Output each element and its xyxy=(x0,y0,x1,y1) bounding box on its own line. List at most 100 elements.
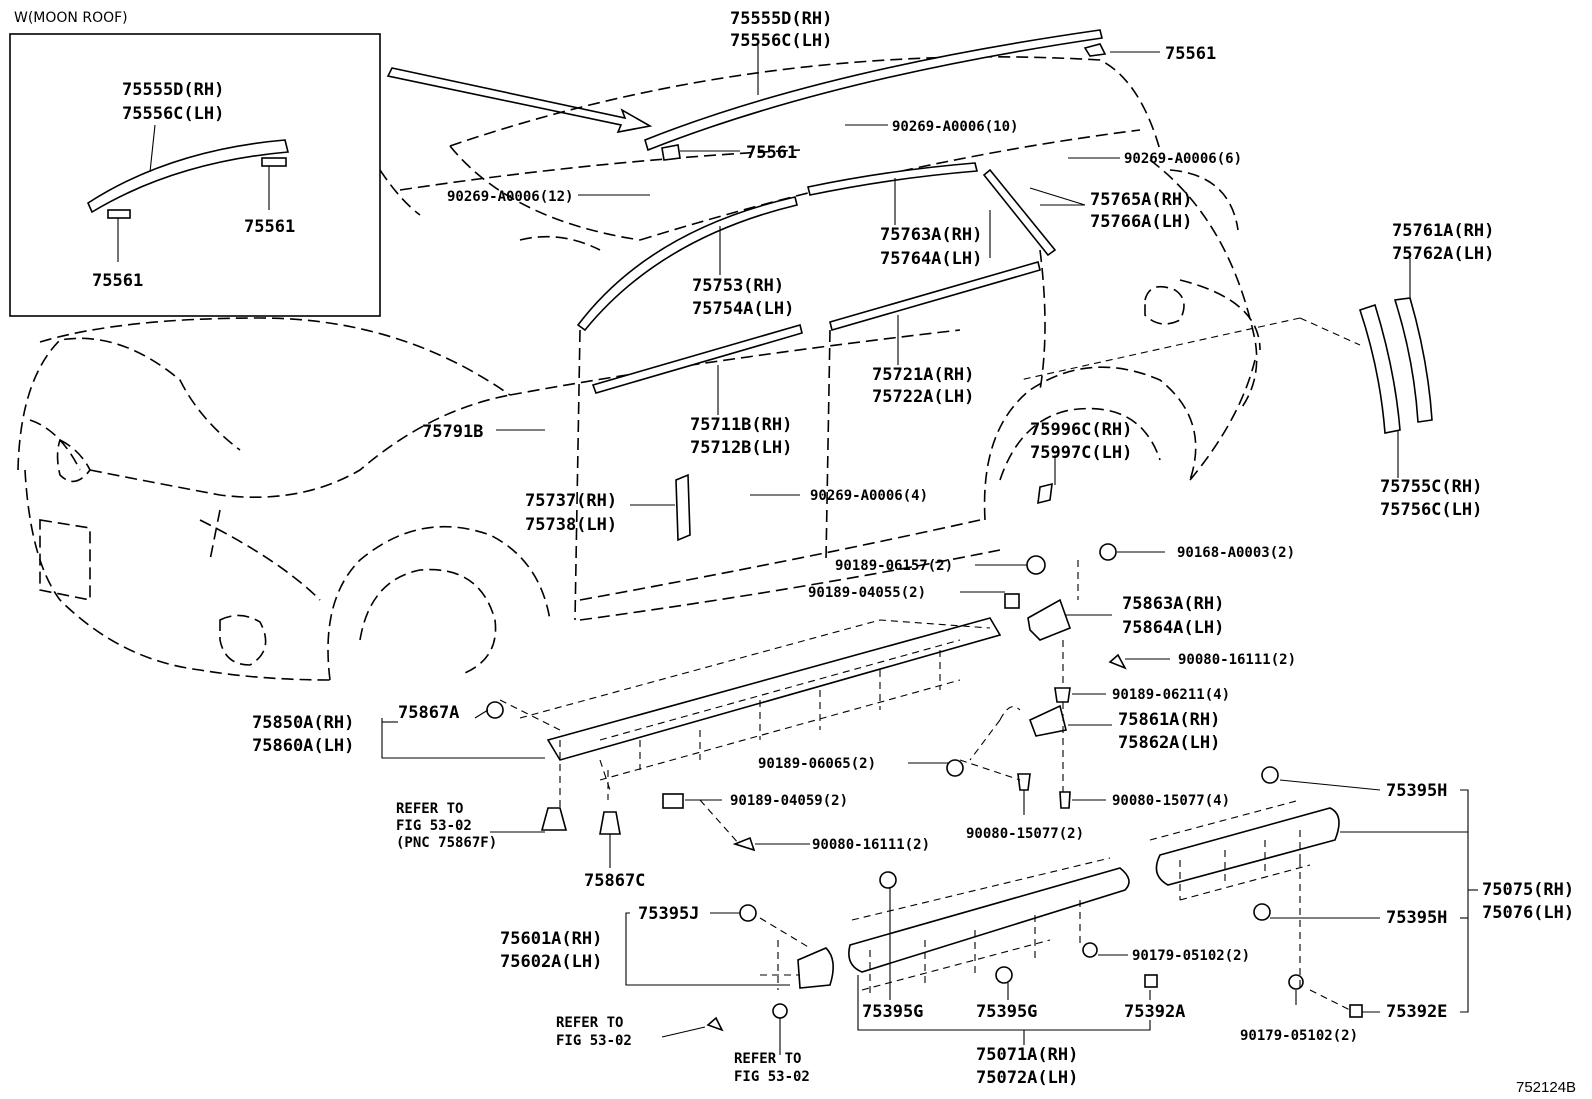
roof-clip-front xyxy=(661,144,681,161)
rocker-panel-group xyxy=(486,617,1002,835)
label-clip-05102-a: 90179-05102(2) xyxy=(1132,948,1250,964)
roof-clip-top xyxy=(1083,43,1107,57)
inset-label-rh: 75555D(RH) xyxy=(122,80,224,100)
label-clip-75395j: 75395J xyxy=(638,904,699,924)
front-door-frame-molding xyxy=(576,196,798,332)
label-rear-door-upper-lh: 75764A(LH) xyxy=(880,249,982,269)
mudguard-group xyxy=(706,904,834,1032)
clip-75395h-b-icon xyxy=(1253,903,1271,921)
label-wheel-arch-rh: 75996C(RH) xyxy=(1030,420,1132,440)
label-clip-06211: 90189-06211(4) xyxy=(1112,687,1230,703)
brackets-group xyxy=(662,543,1127,852)
front-belt-molding xyxy=(591,324,803,394)
label-bracket-front-rh: 75861A(RH) xyxy=(1118,710,1220,730)
label-clip-75395g-b: 75395G xyxy=(976,1002,1037,1022)
label-bracket-front-lh: 75862A(LH) xyxy=(1118,733,1220,753)
bracket-front-icon xyxy=(1028,704,1067,737)
label-clip-04059: 90189-04059(2) xyxy=(730,793,848,809)
clip-75395h-a-icon xyxy=(1261,766,1279,784)
inset-clip-label-a: 75561 xyxy=(244,217,295,237)
label-roof-rack-lh: 75556C(LH) xyxy=(730,31,832,51)
label-pnc-1: (PNC 75867F) xyxy=(396,835,497,851)
label-wheel-arch-lh: 75997C(LH) xyxy=(1030,443,1132,463)
label-fig-3: FIG 53-02 xyxy=(734,1069,810,1085)
label-mudguard-rh: 75601A(RH) xyxy=(500,929,602,949)
label-clip-75392a: 75392A xyxy=(1124,1002,1185,1022)
clip-05102-a-icon xyxy=(1082,942,1098,958)
inset-frame xyxy=(9,33,381,317)
rear-door-upper-molding xyxy=(807,162,979,196)
label-fig-1: FIG 53-02 xyxy=(396,818,472,834)
part-labels: 75555D(RH) 75556C(LH) 75561 75561 90269-… xyxy=(252,9,1576,1096)
label-door-mold-rear-lh: 75076(LH) xyxy=(1482,903,1574,923)
screw-refer-icon xyxy=(706,1016,724,1032)
label-roof-clip-front: 75561 xyxy=(746,143,797,163)
quarter-upper-molding xyxy=(1393,297,1433,423)
label-fig-2: FIG 53-02 xyxy=(556,1033,632,1049)
inset-clip-front xyxy=(107,209,131,219)
label-bracket-rear-rh: 75863A(RH) xyxy=(1122,594,1224,614)
label-bolt-12: 90269-A0006(12) xyxy=(447,189,573,205)
label-screw-15077-b: 90080-15077(2) xyxy=(966,826,1084,842)
label-clip-06065: 90189-06065(2) xyxy=(758,756,876,772)
inset-roof-rack xyxy=(86,139,290,214)
screw-15077-a-icon xyxy=(1059,791,1071,809)
label-clip-75395h-b: 75395H xyxy=(1386,908,1447,928)
clip-75867f-icon xyxy=(540,807,568,831)
roof-rack-rail xyxy=(644,29,1103,152)
rear-belt-molding xyxy=(829,261,1041,331)
label-clip-a0003: 90168-A0003(2) xyxy=(1177,545,1295,561)
body-moldings xyxy=(576,29,1107,542)
quarter-moldings xyxy=(1019,297,1433,434)
screw-16111-b-icon xyxy=(732,836,756,852)
rocker-molding xyxy=(546,617,1002,761)
inset-pointer-arrow xyxy=(386,67,653,134)
label-clip-75395h-a: 75395H xyxy=(1386,781,1447,801)
label-refer-to-2: REFER TO xyxy=(556,1015,623,1031)
label-front-belt-rh: 75711B(RH) xyxy=(690,415,792,435)
figure-number: 752124B xyxy=(1516,1079,1576,1096)
clip-06065-icon xyxy=(946,759,964,777)
label-clip-75791b: 75791B xyxy=(422,422,483,442)
label-rear-door-frame-rh: 75765A(RH) xyxy=(1090,190,1192,210)
quarter-lower-molding xyxy=(1358,303,1401,434)
label-quarter-lower-lh: 75756C(LH) xyxy=(1380,500,1482,520)
label-clip-75867c: 75867C xyxy=(584,871,645,891)
rear-door-molding xyxy=(1155,807,1340,886)
clip-75395g-a-icon xyxy=(879,871,897,889)
clip-75395g-b-icon xyxy=(995,966,1013,984)
label-bolt-6: 90269-A0006(6) xyxy=(1124,151,1242,167)
label-bolt-10: 90269-A0006(10) xyxy=(892,119,1018,135)
label-door-mold-rear-rh: 75075(RH) xyxy=(1482,880,1574,900)
clip-05102-b-icon xyxy=(1288,974,1304,990)
clip-04059-icon xyxy=(662,793,684,809)
clip-75395j-icon xyxy=(739,904,757,922)
label-front-door-frame-lh: 75754A(LH) xyxy=(692,299,794,319)
moon-roof-inset: W(MOON ROOF) 75555D(RH) 75556C(LH) 75561… xyxy=(9,10,381,317)
label-mudguard-lh: 75602A(LH) xyxy=(500,952,602,972)
label-clip-05102-b: 90179-05102(2) xyxy=(1240,1028,1358,1044)
label-front-door-frame-rh: 75753(RH) xyxy=(692,276,784,296)
inset-title: W(MOON ROOF) xyxy=(14,10,128,26)
label-clip-75867a: 75867A xyxy=(398,703,459,723)
label-bolt-4: 90269-A0006(4) xyxy=(810,488,928,504)
wheel-arch-piece xyxy=(1037,482,1053,505)
label-clip-06157: 90189-06157(2) xyxy=(835,558,953,574)
clip-a0003-icon xyxy=(1099,543,1117,561)
front-door-molding-group xyxy=(848,857,1158,995)
label-bracket-rear-lh: 75864A(LH) xyxy=(1122,618,1224,638)
bracket-rear-icon xyxy=(1027,598,1072,641)
screw-15077-b-icon xyxy=(1017,773,1031,791)
label-quarter-lh: 75762A(LH) xyxy=(1392,244,1494,264)
label-door-mold-front-rh: 75071A(RH) xyxy=(976,1045,1078,1065)
clip-75867c-icon xyxy=(599,811,621,835)
inset-clip-label-b: 75561 xyxy=(92,271,143,291)
screw-16111-icon xyxy=(1108,653,1127,670)
inset-label-lh: 75556C(LH) xyxy=(122,104,224,124)
clip-06157-icon xyxy=(1026,555,1046,575)
label-rear-door-frame-lh: 75766A(LH) xyxy=(1090,212,1192,232)
mudguard-icon xyxy=(797,947,834,989)
label-door-mold-front-lh: 75072A(LH) xyxy=(976,1068,1078,1088)
label-clip-04055: 90189-04055(2) xyxy=(808,585,926,601)
label-clip-75392e: 75392E xyxy=(1386,1002,1447,1022)
